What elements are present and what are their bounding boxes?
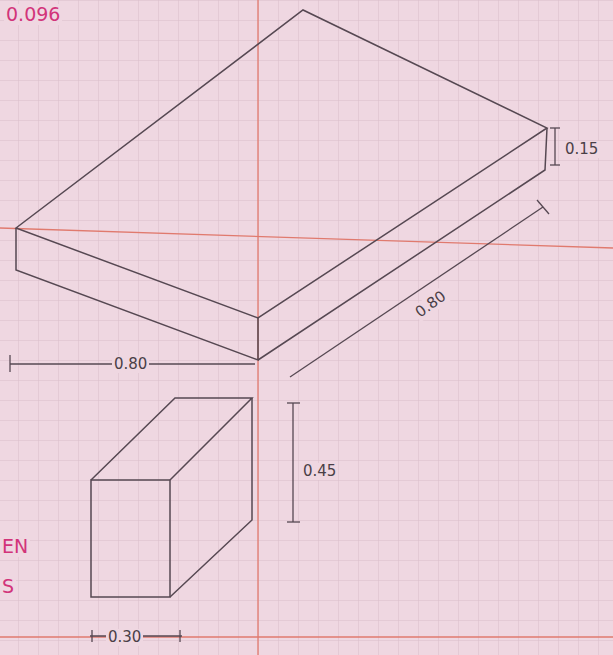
area-note: 0.096	[4, 4, 62, 25]
axis-line	[0, 228, 613, 248]
column	[91, 398, 252, 597]
width-dimension: 0.80	[112, 356, 149, 373]
margin-note: S	[0, 576, 16, 597]
slab	[16, 10, 547, 360]
thickness-dimension: 0.15	[563, 141, 600, 158]
height-dimension: 0.45	[301, 463, 338, 480]
dimension-lines	[10, 128, 560, 642]
margin-note: EN	[0, 536, 30, 557]
column-dimension: 0.30	[106, 629, 143, 646]
